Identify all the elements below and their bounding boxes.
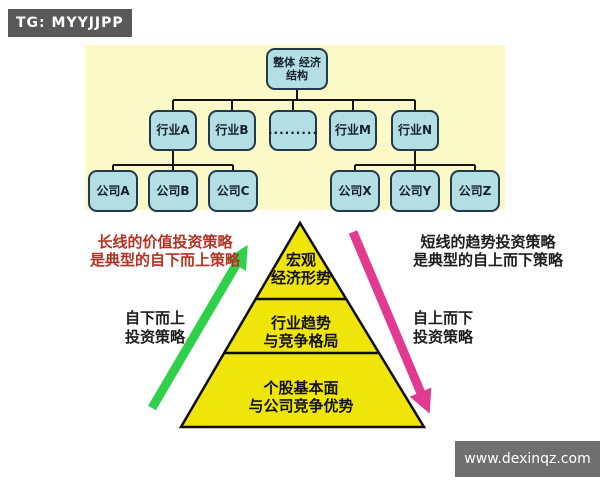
node-industry-ellipsis: ......... <box>268 110 317 151</box>
node-company-c: 公司C <box>208 170 258 212</box>
node-root-line1: 整体 <box>273 56 296 69</box>
node-company-z: 公司Z <box>450 170 500 212</box>
bottom-up-label: 自下而上 投资策略 <box>124 309 185 346</box>
right-strategy-text: 短线的趋势投资策略 是典型的自上而下策略 <box>412 233 563 269</box>
node-industry-n: 行业N <box>391 110 439 151</box>
node-industry-b: 行业B <box>208 110 256 151</box>
node-root: 整体 经济结构 <box>266 48 328 90</box>
top-down-label: 自上而下 投资策略 <box>412 309 473 346</box>
node-company-y: 公司Y <box>390 170 440 212</box>
node-industry-a: 行业A <box>149 110 197 151</box>
node-company-a: 公司A <box>88 170 138 212</box>
watermark: www.dexinqz.com <box>455 441 600 477</box>
tg-badge: TG: MYYJJPP <box>8 9 132 37</box>
node-root-line2: 经济结构 <box>286 56 321 82</box>
node-company-b: 公司B <box>148 170 198 212</box>
pyramid-level-industry: 行业趋势 与竞争格局 <box>263 314 339 350</box>
left-strategy-text: 长线的价值投资策略 是典型的自下而上策略 <box>89 233 240 269</box>
pyramid-level-stock: 个股基本面 与公司竞争优势 <box>248 379 354 415</box>
node-industry-m: 行业M <box>329 110 377 151</box>
pyramid-level-macro: 宏观 经济形势 <box>270 251 331 287</box>
node-company-x: 公司X <box>330 170 380 212</box>
